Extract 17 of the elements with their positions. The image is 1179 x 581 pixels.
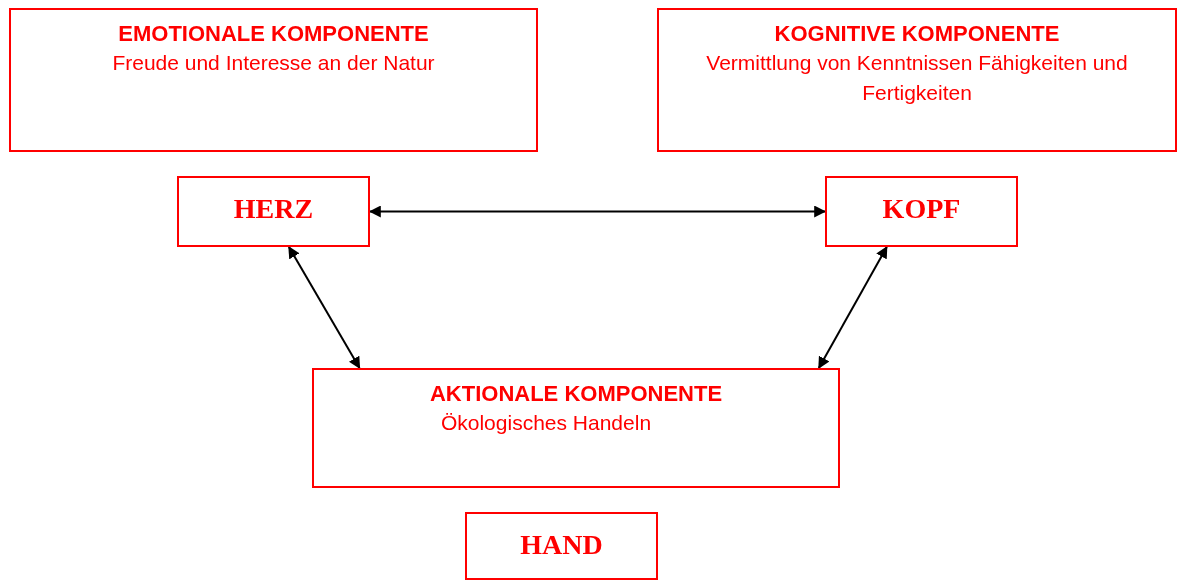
keyword-box xyxy=(825,176,1018,247)
component-box xyxy=(9,8,538,152)
keyword-box xyxy=(465,512,658,580)
keyword-box xyxy=(177,176,370,247)
component-description: Ökologisches Handeln xyxy=(439,410,653,436)
component-description: Freude und Interesse an der Natur xyxy=(111,50,436,76)
component-description: Vermittlung von Kenntnissen Fähigkeiten und Fertigkeiten xyxy=(705,50,1129,106)
component-heading: EMOTIONALE KOMPONENTE xyxy=(118,20,429,48)
double-arrow xyxy=(817,245,888,370)
double-arrow xyxy=(287,245,361,370)
keyword: HAND xyxy=(520,528,603,562)
component-box xyxy=(312,368,840,488)
component-heading: AKTIONALE KOMPONENTE xyxy=(429,380,723,408)
keyword: KOPF xyxy=(882,192,961,226)
keyword: HERZ xyxy=(233,192,314,226)
component-box xyxy=(657,8,1177,152)
component-heading: KOGNITIVE KOMPONENTE xyxy=(774,20,1060,48)
